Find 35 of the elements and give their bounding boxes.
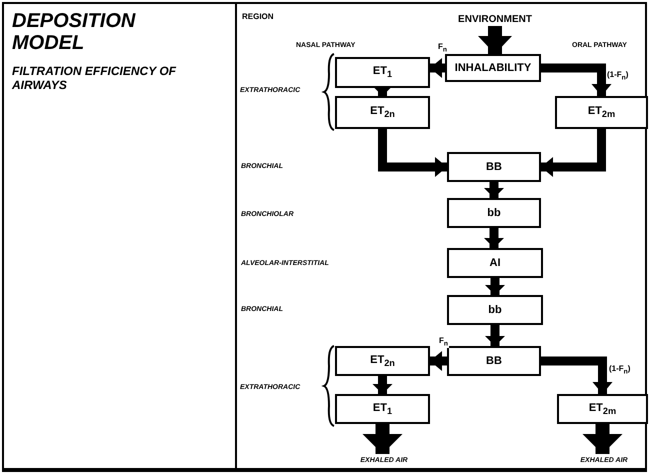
compartment-box: ET$_{2n}$ — [335, 346, 430, 376]
edge-label: (1-F$_{n}$) — [606, 70, 630, 82]
arrow — [372, 86, 392, 96]
arrow — [541, 64, 612, 96]
compartment-box: ET$_{2m}$ — [557, 394, 648, 424]
compartment-box: BB — [447, 346, 541, 376]
arrow — [372, 376, 392, 394]
node-label: ENVIRONMENT — [454, 12, 536, 26]
compartment-box: bb — [447, 295, 543, 325]
arrow — [378, 129, 447, 177]
compartment-box: BB — [447, 152, 541, 182]
edge-label: (1-F$_{n}$) — [608, 364, 632, 376]
arrow — [484, 228, 504, 248]
compartment-box: ET$_{1}$ — [335, 394, 430, 424]
compartment-box: INHALABILITY — [445, 54, 541, 82]
subtitle: FILTRATION EFFICIENCY OF AIRWAYS — [12, 64, 178, 92]
arrow — [541, 356, 612, 394]
arrow — [582, 424, 622, 454]
edge-label: F$_{n}$ — [438, 336, 449, 348]
heading-label: REGION — [242, 12, 274, 21]
arrow — [541, 129, 606, 177]
arrow — [430, 351, 447, 371]
compartment-box: AI — [447, 248, 543, 278]
diagram-title: DEPOSITION MODEL — [12, 10, 136, 54]
arrow — [478, 26, 512, 54]
edge-label: F$_{n}$ — [437, 42, 448, 54]
compartment-box: bb — [447, 198, 541, 228]
compartment-box: ET$_{2n}$ — [335, 96, 430, 129]
arrow — [484, 182, 504, 198]
compartment-box: ET$_{2m}$ — [555, 96, 648, 129]
arrow — [430, 58, 445, 78]
arrow — [362, 424, 402, 454]
arrow — [485, 325, 505, 346]
arrow — [485, 278, 505, 295]
compartment-box: ET$_{1}$ — [335, 57, 430, 88]
